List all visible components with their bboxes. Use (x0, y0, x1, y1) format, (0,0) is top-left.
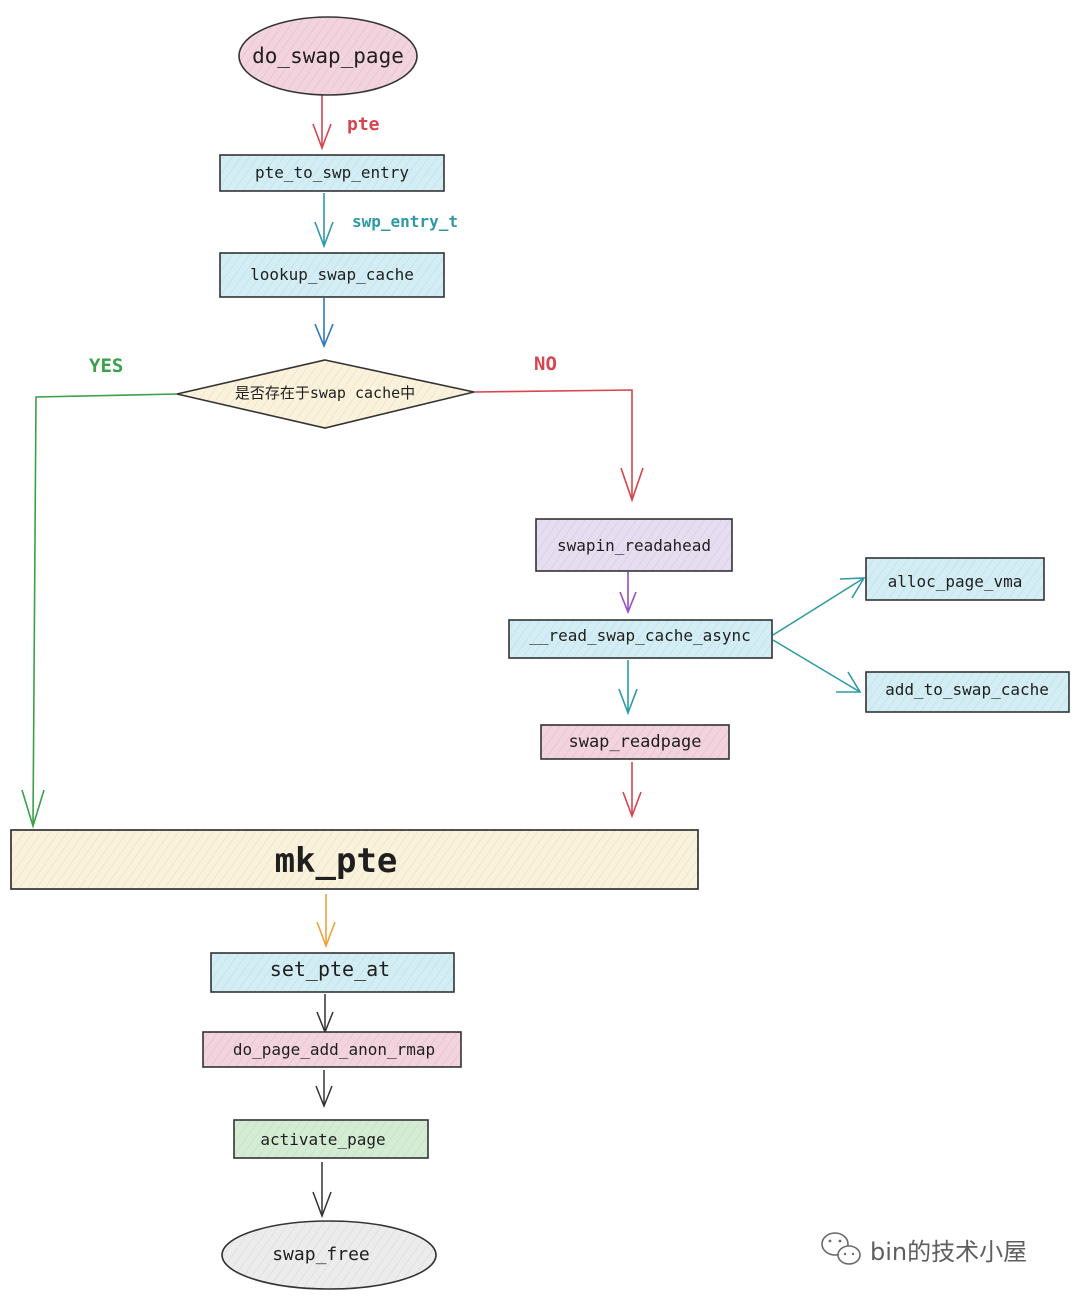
node-mk-pte: mk_pte (10, 829, 699, 890)
node-read-swap-cache-async: __read_swap_cache_async (508, 619, 773, 659)
node-do-page-add-anon-rmap: do_page_add_anon_rmap (202, 1031, 462, 1068)
node-set-pte-at-label: set_pte_at (270, 957, 390, 981)
node-pte-to-swp-entry-label: pte_to_swp_entry (255, 163, 409, 182)
edge-label-swp-entry-t: swp_entry_t (352, 212, 458, 231)
node-activate-page-label: activate_page (260, 1130, 385, 1149)
edge-read-swap-cache-async-to-swap-readpage (618, 660, 638, 716)
node-swap-readpage-label: swap_readpage (568, 732, 701, 752)
node-mk-pte-label: mk_pte (275, 841, 398, 881)
edge-set-pte-at-to-do-page-add-anon-rmap (316, 994, 334, 1035)
edge-do-page-add-anon-rmap-to-activate-page (315, 1070, 333, 1109)
edge-lookup-swap-cache-to-decision (314, 298, 334, 349)
edges: pte swp_entry_t YES NO (21, 95, 866, 1219)
edge-mk-pte-to-set-pte-at (316, 894, 336, 949)
node-swap-readpage: swap_readpage (540, 724, 730, 760)
node-set-pte-at: set_pte_at (210, 952, 455, 993)
node-decision-label: 是否存在于swap cache中 (235, 384, 415, 402)
edge-read-swap-cache-async-to-alloc-page-vma (772, 577, 866, 636)
node-do-page-add-anon-rmap-label: do_page_add_anon_rmap (233, 1040, 435, 1059)
edge-swap-readpage-to-mk-pte (622, 762, 642, 819)
node-decision: 是否存在于swap cache中 (176, 359, 475, 429)
node-swapin-readahead-label: swapin_readahead (557, 536, 711, 555)
edge-label-yes: YES (89, 355, 123, 377)
node-add-to-swap-cache: add_to_swap_cache (865, 671, 1070, 713)
wechat-icon (821, 1232, 861, 1265)
node-swap-free-label: swap_free (272, 1244, 370, 1265)
edge-activate-page-to-swap-free (312, 1162, 332, 1219)
nodes: do_swap_page pte_to_swp_entry lookup_swa… (10, 16, 1070, 1290)
edge-label-pte: pte (347, 114, 380, 135)
node-do-swap-page-label: do_swap_page (252, 44, 404, 68)
edge-label-no: NO (534, 353, 557, 375)
edge-no-to-swapin-readahead (473, 389, 644, 503)
node-lookup-swap-cache-label: lookup_swap_cache (250, 265, 414, 284)
node-swapin-readahead: swapin_readahead (535, 518, 733, 572)
node-add-to-swap-cache-label: add_to_swap_cache (885, 680, 1049, 699)
edge-read-swap-cache-async-to-add-to-swap-cache (772, 639, 862, 693)
node-activate-page: activate_page (233, 1119, 429, 1159)
edge-swapin-readahead-to-read-swap-cache-async (619, 572, 637, 615)
node-do-swap-page: do_swap_page (238, 16, 418, 96)
edge-do-swap-page-to-pte-to-swp-entry (312, 95, 332, 151)
edge-yes-to-mk-pte (21, 393, 178, 829)
node-pte-to-swp-entry: pte_to_swp_entry (219, 154, 445, 192)
node-read-swap-cache-async-label: __read_swap_cache_async (529, 626, 751, 645)
watermark-text: bin的技术小屋 (870, 1238, 1027, 1266)
node-alloc-page-vma-label: alloc_page_vma (888, 572, 1023, 591)
edge-pte-to-swp-entry-to-lookup-swap-cache (314, 193, 334, 249)
node-lookup-swap-cache: lookup_swap_cache (219, 252, 445, 298)
node-alloc-page-vma: alloc_page_vma (865, 557, 1045, 601)
node-swap-free: swap_free (221, 1220, 437, 1290)
watermark: bin的技术小屋 (821, 1232, 1027, 1266)
